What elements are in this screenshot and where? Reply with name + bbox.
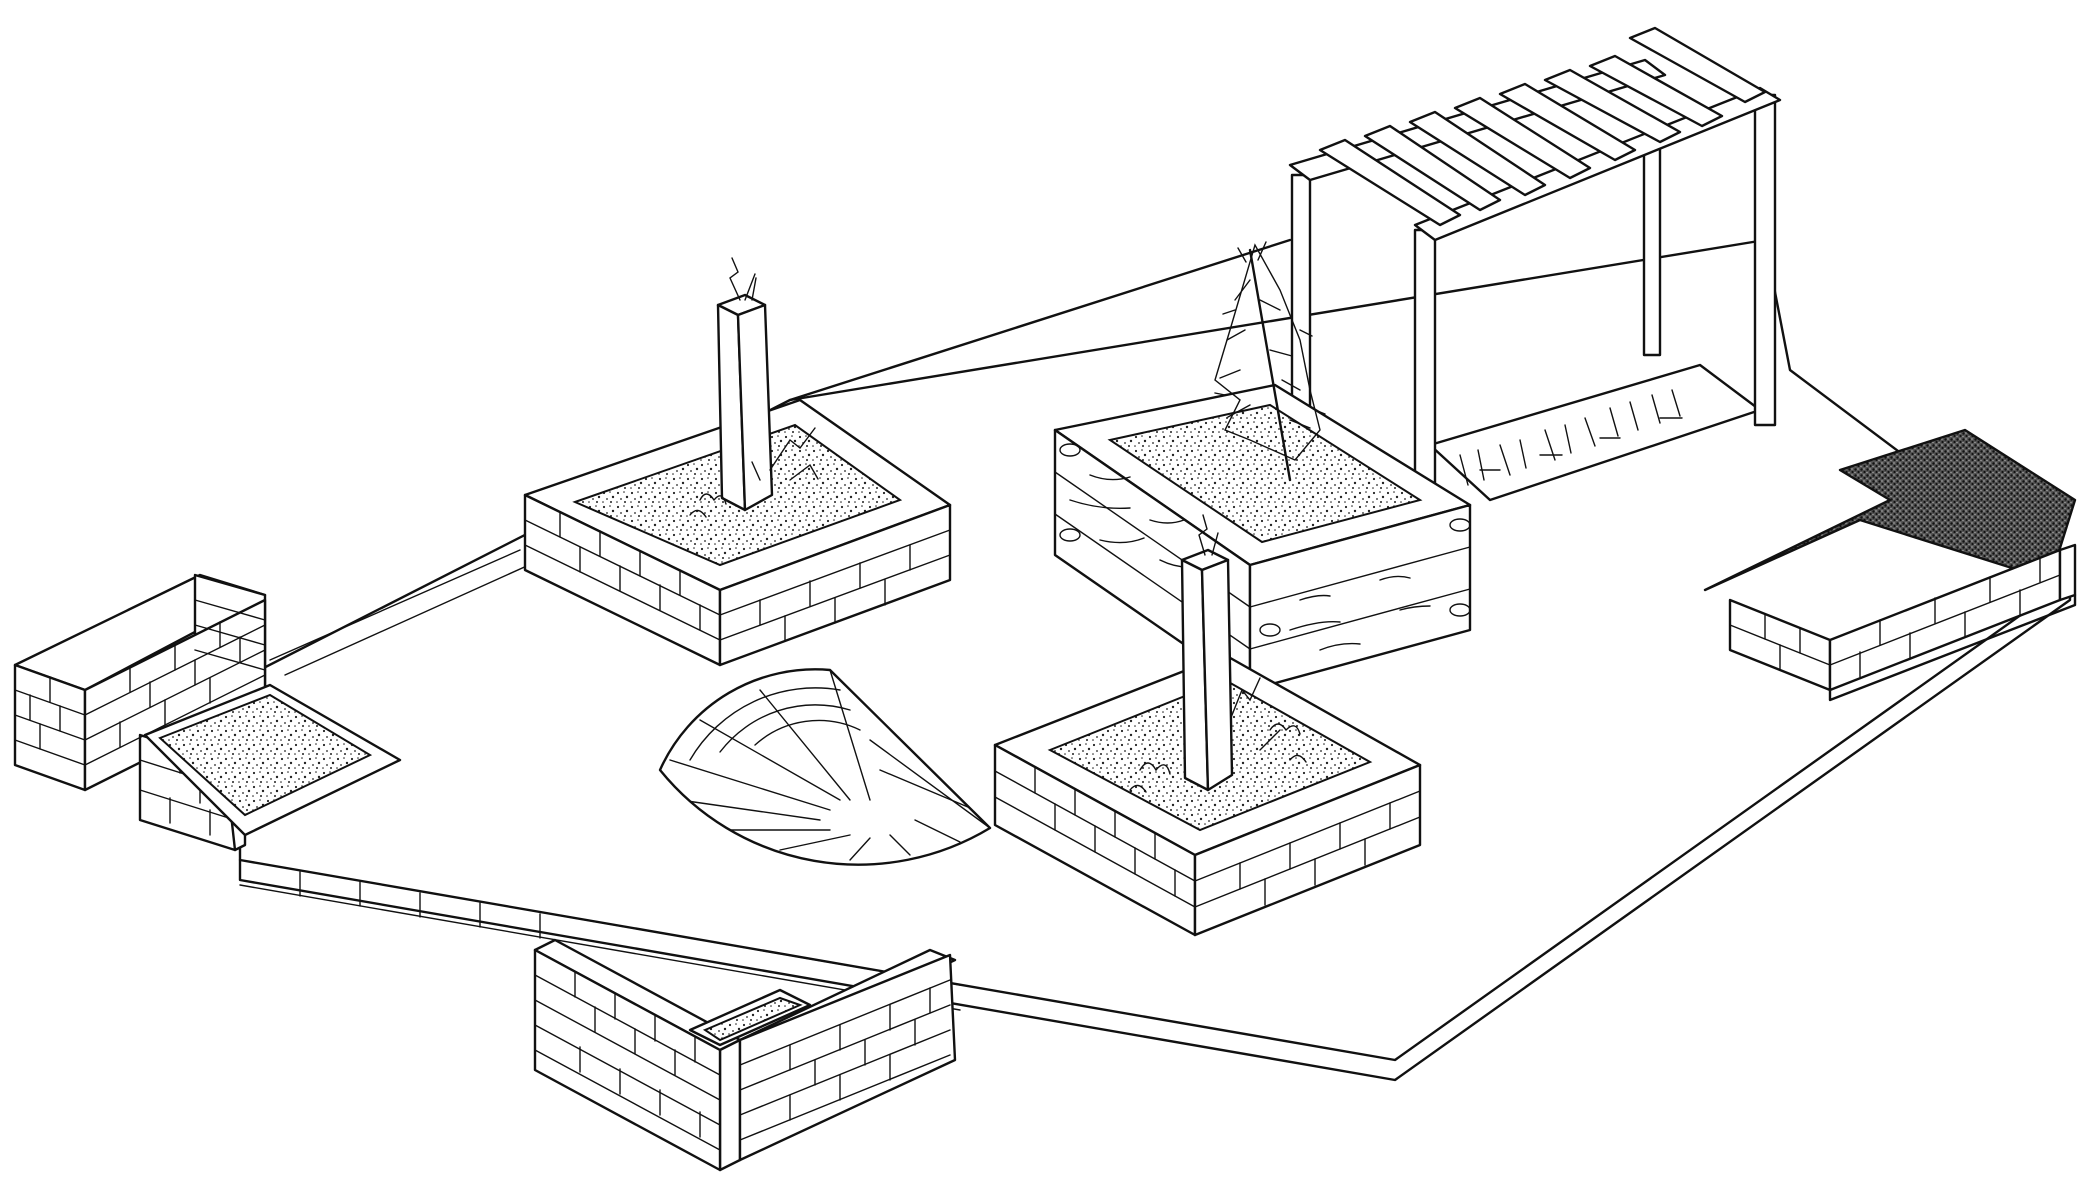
semicircular-paving — [658, 668, 992, 866]
brick-bench-with-dark-top — [1703, 428, 2077, 702]
conifer-tree — [1214, 241, 1326, 482]
brick-corner-wall-front — [533, 938, 957, 1172]
gravel-bed-left — [143, 683, 402, 837]
wooden-pergola — [1288, 26, 1782, 502]
stone-monolith-front — [1180, 514, 1234, 792]
stone-monolith-back — [689, 257, 819, 518]
